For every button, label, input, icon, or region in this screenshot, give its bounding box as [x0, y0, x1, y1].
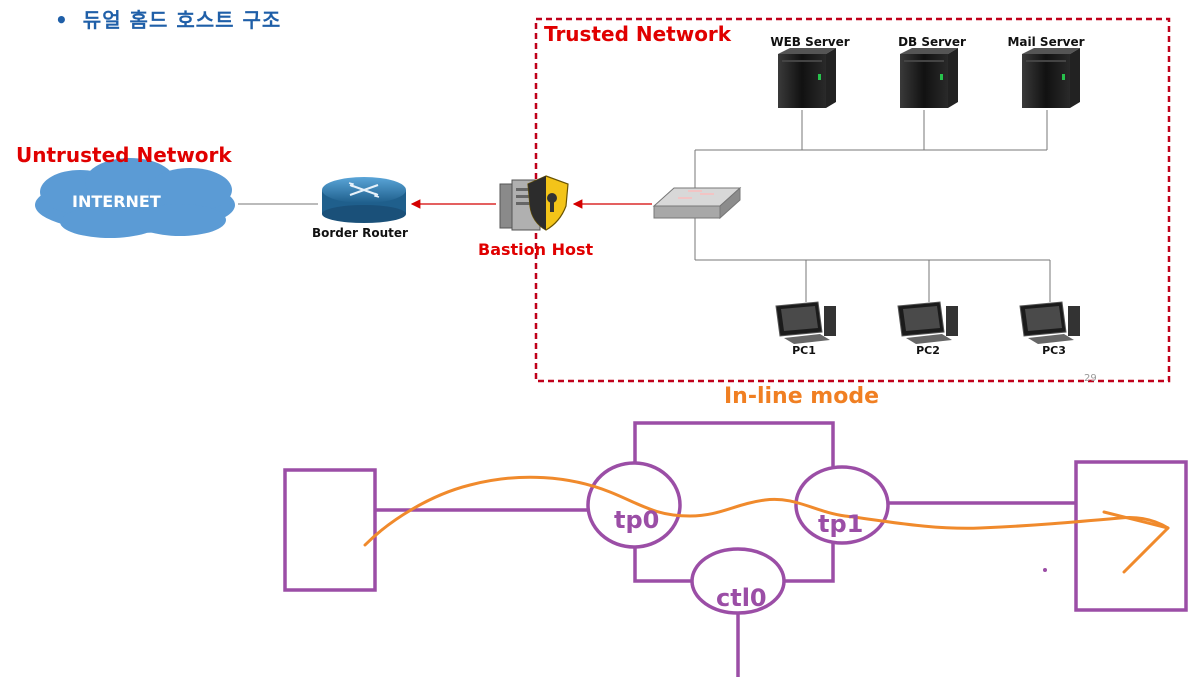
pc2-label: PC2 [916, 344, 940, 357]
stray-dot [1043, 568, 1047, 572]
left-device-box [283, 468, 377, 592]
port-tp0-label: tp0 [614, 506, 660, 534]
inline-mode-diagram [283, 421, 1188, 677]
page-number: 29 [1084, 373, 1097, 384]
port-tp1-circle [794, 465, 890, 545]
internet-cloud-icon [35, 158, 235, 238]
internet-label: INTERNET [72, 192, 161, 211]
right-device-box [1074, 460, 1188, 612]
bastion-host-icon [499, 175, 569, 231]
db-server-icon [900, 48, 958, 108]
bastion-host-label: Bastion Host [478, 240, 594, 259]
switch-icon [652, 186, 742, 220]
border-router-label: Border Router [312, 226, 408, 240]
trusted-network-label: Trusted Network [544, 22, 732, 46]
web-server-label: WEB Server [770, 35, 850, 49]
web-server-icon [778, 48, 836, 108]
mail-server-icon [1022, 48, 1080, 108]
lan-wiring [694, 110, 1051, 302]
router-icon [322, 177, 406, 223]
pc1-label: PC1 [792, 344, 816, 357]
pc3-label: PC3 [1042, 344, 1066, 357]
pc2-icon [897, 301, 958, 344]
pc3-icon [1019, 301, 1080, 344]
traffic-flow-arrow [363, 475, 1170, 574]
slide-title: • 듀얼 홈드 호스트 구조 [55, 4, 281, 33]
port-tp1-label: tp1 [818, 510, 864, 538]
slide-title-text: 듀얼 홈드 호스트 구조 [82, 8, 282, 32]
port-tp0-circle [586, 461, 682, 549]
bullet: • [55, 8, 69, 32]
trusted-network-border [534, 17, 1171, 383]
db-server-label: DB Server [898, 35, 966, 49]
pc1-icon [775, 301, 836, 344]
untrusted-network-label: Untrusted Network [16, 143, 232, 167]
port-ctl0-label: ctl0 [716, 584, 767, 612]
inline-mode-title: In-line mode [724, 384, 880, 409]
mail-server-label: Mail Server [1007, 35, 1085, 49]
